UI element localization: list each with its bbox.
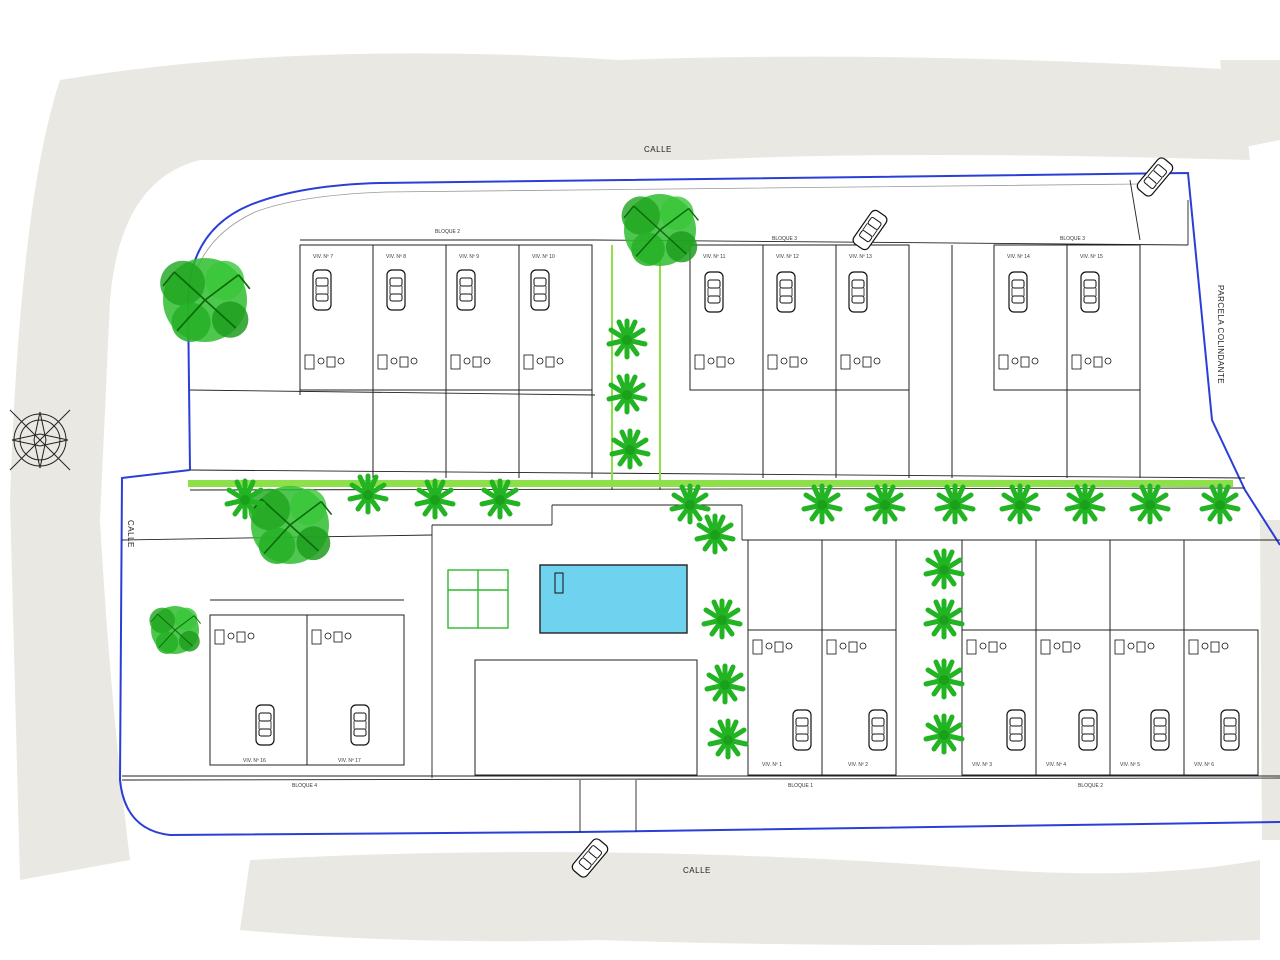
- unit-label: VIV. Nº 14: [1007, 254, 1030, 260]
- north-units: [299, 244, 1141, 478]
- street-label-north: CALLE: [644, 145, 672, 154]
- unit-label: VIV. Nº 15: [1080, 254, 1103, 260]
- unit-label: VIV. Nº 2: [848, 762, 868, 768]
- unit-label: VIV. Nº 7: [313, 254, 333, 260]
- south-units: [209, 540, 1259, 776]
- unit-label: VIV. Nº 1: [762, 762, 782, 768]
- unit-label: VIV. Nº 3: [972, 762, 992, 768]
- parking-area: [474, 659, 698, 776]
- unit-label: VIV. Nº 12: [776, 254, 799, 260]
- street-label-east: PARCELA COLINDANTE: [1216, 285, 1225, 384]
- north-arrow-icon: [9, 409, 71, 471]
- tennis-court-outline: [447, 569, 509, 629]
- palm-trees: [227, 321, 1238, 757]
- unit-label: VIV. Nº 4: [1046, 762, 1066, 768]
- unit-label: VIV. Nº 10: [532, 254, 555, 260]
- background-smudge: [10, 53, 1280, 945]
- block-label: BLOQUE 1: [788, 783, 813, 789]
- unit-label: VIV. Nº 13: [849, 254, 872, 260]
- block-label: BLOQUE 2: [435, 229, 460, 235]
- block-label: BLOQUE 4: [292, 783, 317, 789]
- block-label: BLOQUE 3: [772, 236, 797, 242]
- street-label-west: CALLE: [126, 520, 135, 548]
- block-label: BLOQUE 2: [1078, 783, 1103, 789]
- street-label-south: CALLE: [683, 866, 711, 875]
- block-label: BLOQUE 3: [1060, 236, 1085, 242]
- pool: [539, 564, 688, 634]
- unit-label: VIV. Nº 16: [243, 758, 266, 764]
- unit-label: VIV. Nº 6: [1194, 762, 1214, 768]
- unit-label: VIV. Nº 9: [459, 254, 479, 260]
- unit-label: VIV. Nº 8: [386, 254, 406, 260]
- hedge-strip: [188, 480, 1233, 487]
- unit-label: VIV. Nº 11: [703, 254, 726, 260]
- unit-label: VIV. Nº 5: [1120, 762, 1140, 768]
- unit-label: VIV. Nº 17: [338, 758, 361, 764]
